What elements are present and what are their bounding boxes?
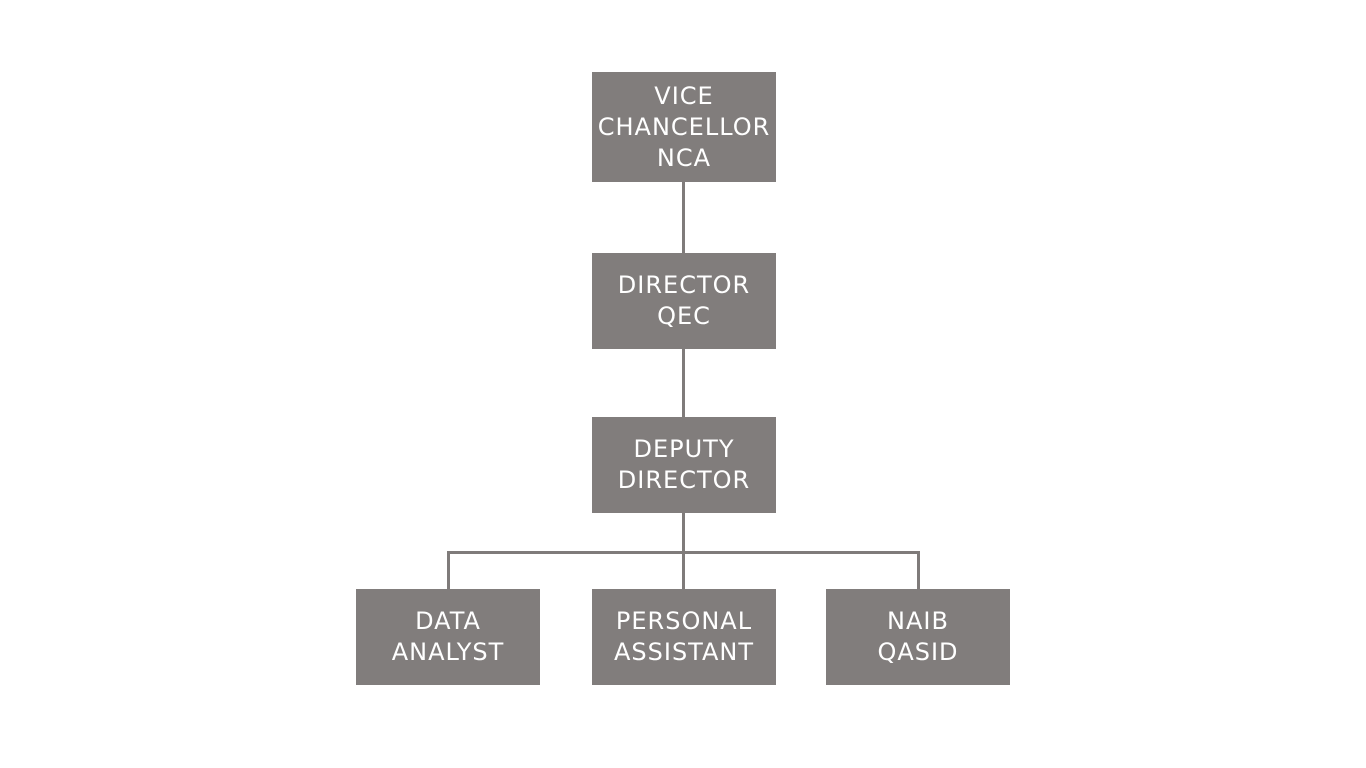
- node-vice-chancellor-line3: NCA: [656, 143, 712, 172]
- node-deputy-director-line1: DEPUTY: [633, 435, 735, 463]
- node-director-line1: DIRECTOR: [617, 271, 751, 299]
- node-naib-qasid-line2: QASID: [877, 638, 959, 666]
- connector-director-deputy: [682, 348, 685, 418]
- node-vice-chancellor-line2: CHANCELLOR: [597, 112, 771, 141]
- connector-horizontal-bar: [447, 551, 920, 554]
- node-data-analyst-line1: DATA: [415, 607, 481, 635]
- node-vice-chancellor: VICE CHANCELLOR NCA: [592, 72, 776, 182]
- connector-vc-director: [682, 181, 685, 254]
- node-director-qec: DIRECTOR QEC: [592, 253, 776, 349]
- node-personal-assistant-line1: PERSONAL: [615, 607, 753, 635]
- node-personal-assistant: PERSONAL ASSISTANT: [592, 589, 776, 685]
- node-naib-qasid: NAIB QASID: [826, 589, 1010, 685]
- node-vice-chancellor-line1: VICE: [654, 81, 714, 110]
- connector-to-data-analyst: [447, 551, 450, 590]
- node-deputy-director-line2: DIRECTOR: [617, 466, 751, 494]
- node-personal-assistant-line2: ASSISTANT: [613, 638, 755, 666]
- connector-to-naib-qasid: [917, 551, 920, 590]
- node-data-analyst: DATA ANALYST: [356, 589, 540, 685]
- node-data-analyst-line2: ANALYST: [391, 638, 505, 666]
- node-director-line2: QEC: [657, 302, 711, 330]
- node-deputy-director: DEPUTY DIRECTOR: [592, 417, 776, 513]
- node-naib-qasid-line1: NAIB: [887, 607, 949, 635]
